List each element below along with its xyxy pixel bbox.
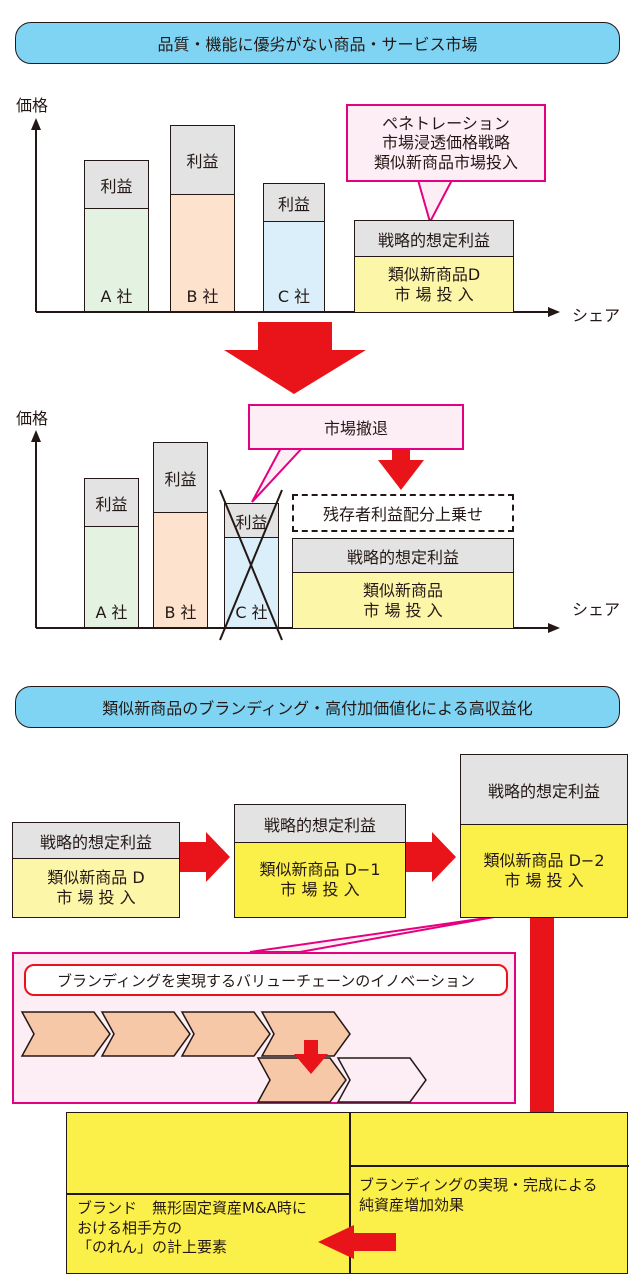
section1-banner: 品質・機能に優劣がない商品・サービス市場	[15, 22, 620, 64]
stage2-box: 戦略的想定利益 類似新商品 D−1 市 場 投 入	[234, 804, 406, 918]
section2-banner: 類似新商品のブランディング・高付加価値化による高収益化	[15, 686, 620, 728]
stage3-box: 戦略的想定利益 類似新商品 D−2 市 場 投 入	[460, 754, 628, 918]
top-chart-axes	[31, 118, 560, 317]
top-strategy-header: 戦略的想定利益	[355, 221, 513, 257]
top-bar-b-label: B 社	[186, 287, 219, 306]
transition-down-arrow	[224, 322, 366, 394]
bottom-strategy-box: 戦略的想定利益 類似新商品 市 場 投 入	[292, 538, 514, 628]
top-chart-y-label: 価格	[16, 96, 49, 115]
stage-arrow-1	[180, 832, 230, 882]
bottom-bar-company-a: 利益 A 社	[84, 478, 139, 628]
bottom-bar-b-profit: 利益	[154, 443, 207, 513]
surplus-allocation-box: 残存者利益配分上乗せ	[292, 494, 514, 532]
stage1-body: 類似新商品 D 市 場 投 入	[13, 859, 179, 917]
result-left-arrow-top	[318, 1225, 396, 1259]
chevron-5	[256, 1057, 347, 1103]
bottom-bar-a-profit: 利益	[85, 479, 138, 527]
stage-arrow-2	[406, 832, 456, 882]
result-divider-left	[67, 1193, 349, 1195]
stage3-body: 類似新商品 D−2 市 場 投 入	[461, 825, 627, 917]
value-chain-chevrons	[20, 1011, 427, 1103]
bottom-bar-c-label: C 社	[235, 603, 268, 622]
top-bar-a-label: A 社	[100, 287, 133, 306]
top-bar-company-a: 利益 A 社	[84, 160, 149, 312]
value-chain-panel: ブランディングを実現するバリューチェーンのイノベーション	[12, 952, 516, 1104]
result-net-asset-text: ブランディングの実現・完成による 純資産増加効果	[359, 1176, 598, 1215]
result-down-arrow	[516, 900, 568, 1170]
chevron-4	[260, 1011, 351, 1057]
chevron-3	[180, 1011, 271, 1057]
top-bar-c-profit: 利益	[264, 184, 324, 222]
stage1-header: 戦略的想定利益	[13, 823, 179, 859]
result-divider-right	[349, 1165, 629, 1167]
bottom-bar-a-label: A 社	[95, 603, 128, 622]
penetration-callout: ペネトレーション 市場浸透価格戦略 類似新商品市場投入	[346, 104, 546, 182]
bottom-bar-company-b: 利益 B 社	[153, 442, 208, 628]
bottom-strategy-header: 戦略的想定利益	[293, 539, 513, 573]
top-bar-company-b: 利益 B 社	[170, 125, 235, 312]
surplus-down-arrow	[378, 440, 424, 490]
stage2-header: 戦略的想定利益	[235, 805, 405, 843]
chevron-6	[336, 1057, 427, 1103]
stage1-box: 戦略的想定利益 類似新商品 D 市 場 投 入	[12, 822, 180, 918]
bottom-chart-y-label: 価格	[16, 409, 49, 428]
top-bar-c-label: C 社	[277, 287, 311, 306]
top-bar-company-c: 利益 C 社	[263, 183, 325, 312]
bottom-bar-b-label: B 社	[164, 603, 197, 622]
value-chain-title: ブランディングを実現するバリューチェーンのイノベーション	[24, 964, 508, 996]
stage2-body: 類似新商品 D−1 市 場 投 入	[235, 843, 405, 917]
withdrawal-callout: 市場撤退	[248, 404, 464, 450]
result-divider-vertical	[349, 1113, 351, 1273]
bottom-strategy-body: 類似新商品 市 場 投 入	[293, 573, 513, 628]
top-strategy-box: 戦略的想定利益 類似新商品D 市 場 投 入	[354, 220, 514, 312]
chevron-1	[20, 1011, 111, 1057]
top-chart-x-label: シェア	[572, 306, 621, 325]
bottom-chart-x-label: シェア	[572, 600, 621, 619]
top-bar-b-profit: 利益	[171, 126, 234, 195]
top-bar-a-profit: 利益	[85, 161, 148, 209]
bottom-chart-axes	[31, 430, 560, 633]
chevron-2	[100, 1011, 191, 1057]
stage3-header: 戦略的想定利益	[461, 755, 627, 825]
top-strategy-body: 類似新商品D 市 場 投 入	[355, 257, 513, 312]
result-goodwill-text: ブランド 無形固定資産M&A時に おける相手方の 「のれん」の計上要素	[77, 1199, 307, 1256]
chevron-down-arrow	[294, 1040, 328, 1074]
